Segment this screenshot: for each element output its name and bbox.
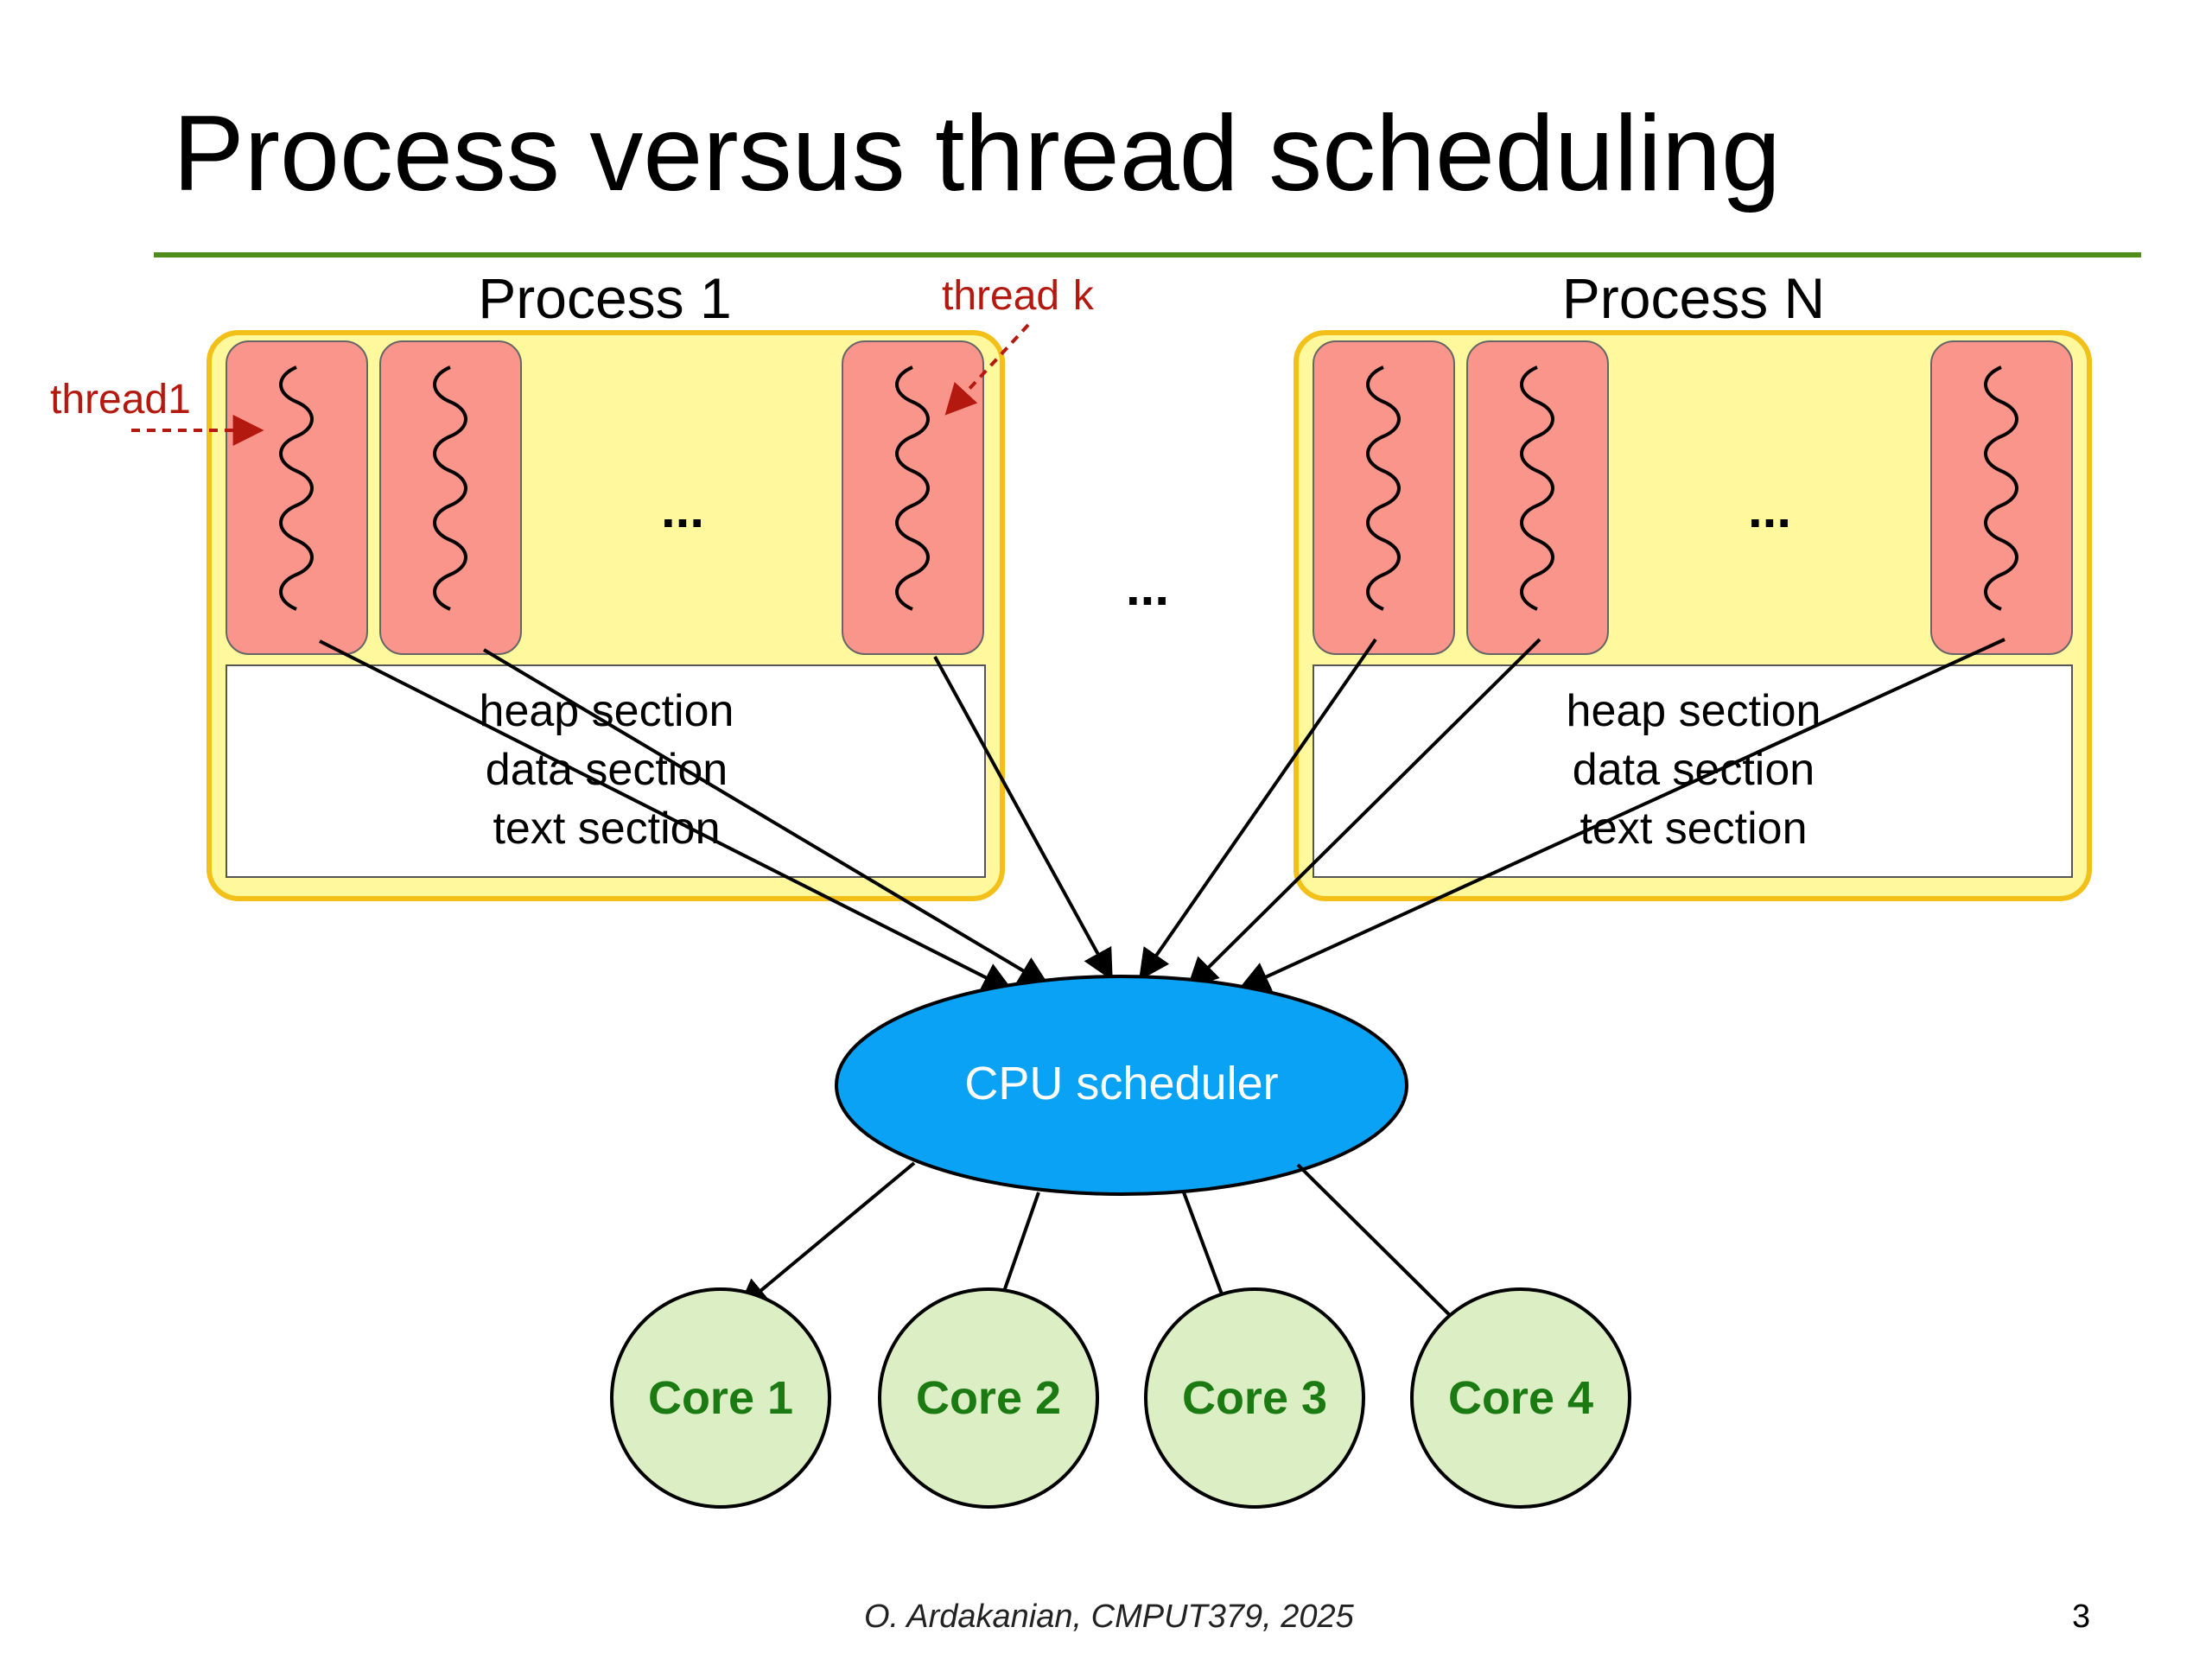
cpu-scheduler — [835, 975, 1408, 1196]
footer-credit: O. Ardakanian, CMPUT379, 2025 — [864, 1599, 1354, 1635]
process-1-thread-1 — [226, 340, 368, 655]
cpu-scheduler-label: CPU scheduler — [964, 1058, 1278, 1109]
arrow-scheduler-to-core-4 — [1296, 1163, 1473, 1338]
process-1: Process 1 ... heap section data section … — [207, 266, 1005, 901]
core-2-label: Core 2 — [916, 1372, 1061, 1424]
process-1-thread-2 — [379, 340, 522, 655]
thread-squiggle-icon — [895, 365, 930, 611]
process-n-label: Process N — [1562, 266, 1825, 330]
process-1-memory-sections — [226, 664, 986, 878]
process-n-text-section: text section — [1580, 804, 1807, 854]
core-1: Core 1 — [610, 1287, 831, 1509]
threadk-annotation-prefix: thread — [942, 273, 1071, 319]
arrow-pn-thread1-to-scheduler — [1138, 638, 1377, 981]
core-1-label: Core 1 — [648, 1372, 793, 1424]
core-3-label: Core 3 — [1182, 1372, 1327, 1424]
process-1-threads-ellipsis: ... — [661, 480, 704, 538]
core-2: Core 2 — [878, 1287, 1099, 1509]
process-n-data-section: data section — [1573, 745, 1815, 795]
slide-title: Process versus thread scheduling — [173, 94, 1781, 213]
process-n-memory-sections — [1313, 664, 2073, 878]
threadk-pointer-arrow — [944, 323, 1030, 416]
thread-squiggle-icon — [433, 365, 467, 611]
core-3: Core 3 — [1144, 1287, 1365, 1509]
process-n: Process N ... heap section data section … — [1294, 266, 2092, 901]
thread-squiggle-icon — [279, 365, 314, 611]
threadk-annotation: thread k — [942, 273, 1096, 322]
arrow-pn-thread2-to-scheduler — [1186, 638, 1541, 989]
thread-to-scheduler-arrows — [319, 638, 2005, 992]
process-n-threads-ellipsis: ... — [1748, 480, 1791, 538]
thread-squiggle-icon — [1366, 365, 1401, 611]
page-number: 3 — [2072, 1599, 2091, 1635]
arrow-pn-threadk-to-scheduler — [1237, 638, 2005, 991]
process-n-heap-section: heap section — [1567, 686, 1821, 736]
arrow-p1-threadk-to-scheduler — [933, 656, 1113, 982]
thread-squiggle-icon — [1984, 365, 2018, 611]
thread1-annotation: thread1 — [50, 377, 191, 423]
core-4-label: Core 4 — [1448, 1372, 1593, 1424]
process-1-text-section: text section — [493, 804, 720, 854]
arrow-p1-thread1-to-scheduler — [319, 639, 1014, 992]
process-1-thread-k — [842, 340, 984, 655]
arrow-scheduler-to-core-1 — [737, 1161, 916, 1311]
process-1-heap-section: heap section — [480, 686, 734, 736]
process-n-thread-2 — [1466, 340, 1609, 655]
title-divider — [154, 252, 2141, 257]
core-4: Core 4 — [1410, 1287, 1631, 1509]
process-n-thread-1 — [1313, 340, 1455, 655]
thread-squiggle-icon — [1520, 365, 1554, 611]
process-n-thread-k — [1930, 340, 2073, 655]
threadk-annotation-var: k — [1071, 276, 1096, 322]
arrow-p1-thread2-to-scheduler — [482, 648, 1051, 987]
processes-ellipsis: ... — [1126, 558, 1169, 616]
process-1-label: Process 1 — [478, 266, 731, 330]
